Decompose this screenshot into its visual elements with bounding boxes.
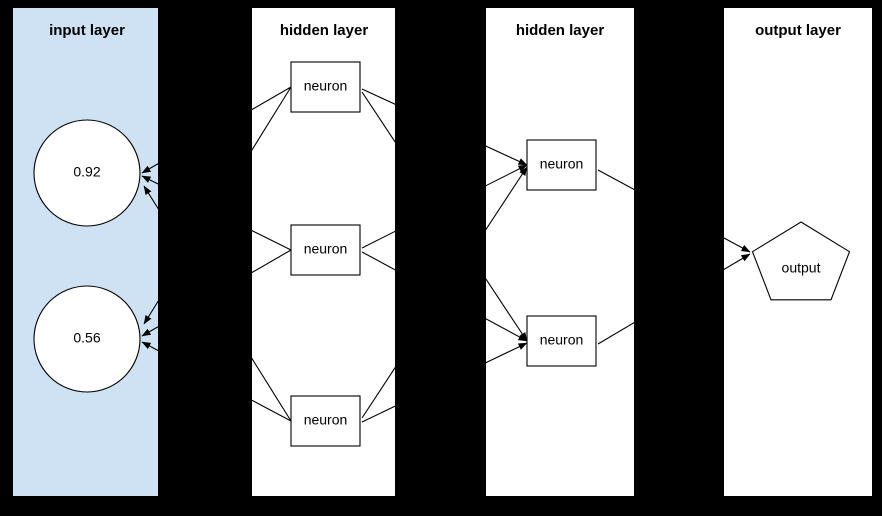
gap-mask-gap-3 [634,0,724,516]
node-shape-h1-2[interactable] [290,224,361,276]
node-shape-h2-1[interactable] [526,139,597,191]
node-shape-h1-1[interactable] [290,61,361,113]
node-shape-h1-3[interactable] [290,395,361,447]
layer-title-hidden-2: hidden layer [516,22,605,39]
gap-mask-gap-1 [158,0,252,516]
node-shape-in-1[interactable] [33,119,141,227]
layer-title-input: input layer [49,22,125,39]
gap-mask-gap-2 [395,0,486,516]
layer-title-hidden-1: hidden layer [280,22,369,39]
layer-panel-input [13,8,158,496]
node-label-h1-1: neuron [304,78,348,94]
node-label-in-1: 0.92 [73,164,100,180]
node-label-h1-2: neuron [304,241,348,257]
node-label-out-1: output [782,260,821,276]
node-shape-in-2[interactable] [33,285,141,393]
gap-mask-gap-4 [872,0,882,516]
node-shape-out-1[interactable] [751,221,851,301]
layer-panel-hidden-2 [486,8,634,496]
node-label-h2-2: neuron [540,332,584,348]
gap-mask-gap-0 [0,0,13,516]
nodes-group: 0.92 0.56 neuron neuron neuron neuron neuron ou… [33,61,851,447]
node-label-h1-3: neuron [304,412,348,428]
node-label-in-2: 0.56 [73,330,100,346]
node-label-h2-1: neuron [540,156,584,172]
layer-titles-group: input layer hidden layer hidden layer outpu… [49,22,841,39]
node-shape-h2-2[interactable] [526,315,597,367]
layer-title-output: output layer [755,22,841,39]
